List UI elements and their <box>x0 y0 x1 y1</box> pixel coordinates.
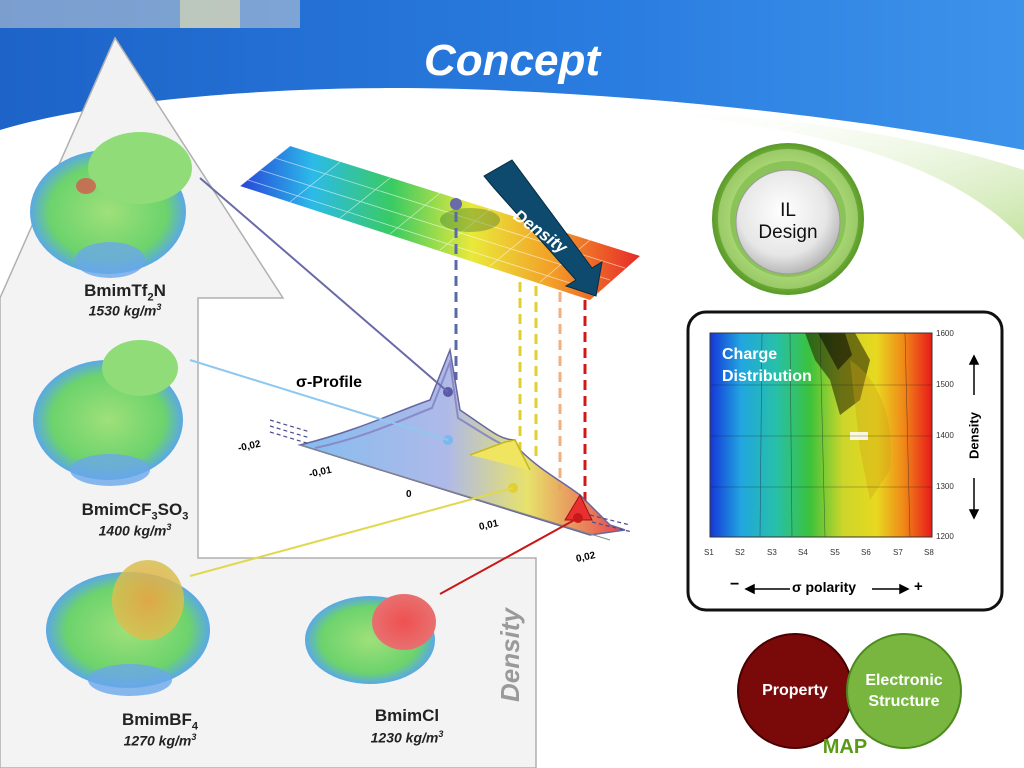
slide-title: Concept <box>424 36 600 85</box>
il-design-ring <box>712 143 864 295</box>
density-arrow <box>483 159 603 297</box>
map-plus-sign: + <box>914 578 923 595</box>
map-ytick-1400: 1400 <box>936 431 954 440</box>
map-x-axis-label: σ polarity <box>792 579 857 595</box>
property-circle: Property <box>737 633 853 749</box>
map-xtick-s4: S4 <box>798 548 808 557</box>
map-xtick-s7: S7 <box>893 548 903 557</box>
il-design-line1: IL <box>780 200 796 221</box>
map-xtick-s6: S6 <box>861 548 871 557</box>
sigma-profile-label: σ-Profile <box>296 374 363 391</box>
map-caption: MAP <box>822 736 868 758</box>
molecule-name-bmimbf4: BmimBF4 <box>121 710 199 733</box>
density-vertical-label: Density <box>495 608 525 702</box>
molecule-density-bmimcf3so3: 1400 kg/m3 <box>98 522 172 539</box>
map-xtick-s5: S5 <box>830 548 840 557</box>
header-banner <box>0 0 1024 240</box>
map-y-axis-label: Density <box>966 412 982 459</box>
map-axis-arrows <box>744 354 980 595</box>
plane-marker-1 <box>450 198 462 210</box>
molecule-bmimbf4-image <box>46 560 210 696</box>
molecule-bmimcf3so3-image <box>33 340 183 486</box>
projection-lines <box>454 212 587 510</box>
map-ytick-1300: 1300 <box>936 482 954 491</box>
map-ytick-1500: 1500 <box>936 380 954 389</box>
molecule-name-bmimtf2n: BmimTf2N <box>84 281 166 304</box>
molecule-density-bmimtf2n: 1530 kg/m3 <box>88 302 162 319</box>
molecule-name-bmimcl: BmimCl <box>374 706 440 725</box>
map-xtick-s1: S1 <box>704 548 714 557</box>
sigma-tick-3: 0 <box>406 489 412 500</box>
molecule-name-bmimcf3so3: BmimCF3SO3 <box>81 500 189 523</box>
map-ytick-1200: 1200 <box>936 532 954 541</box>
map-xtick-s8: S8 <box>924 548 934 557</box>
map-xtick-s3: S3 <box>767 548 777 557</box>
molecule-density-bmimbf4: 1270 kg/m3 <box>123 732 197 749</box>
molecule-bmimtf2n-image <box>30 132 192 278</box>
charge-distribution-label: Charge Distribution <box>722 346 812 385</box>
connector-lines <box>189 177 579 595</box>
map-xtick-s2: S2 <box>735 548 745 557</box>
molecule-density-bmimcl: 1230 kg/m3 <box>370 729 444 746</box>
map-minus-sign: − <box>730 576 740 593</box>
il-design-line2: Design <box>758 222 818 243</box>
contour-map-image <box>709 332 933 538</box>
map-ytick-1600: 1600 <box>936 329 954 338</box>
molecule-bmimcl-image <box>305 594 436 684</box>
il-design-button[interactable]: IL Design <box>732 178 844 286</box>
